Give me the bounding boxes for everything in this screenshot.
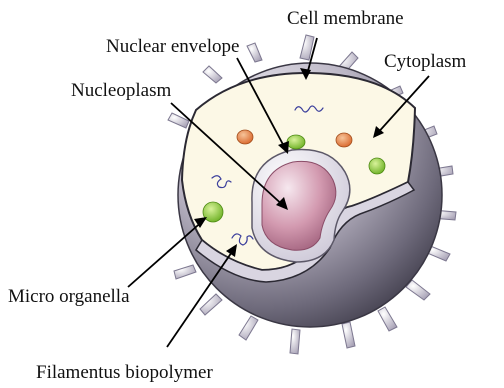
label-nucleoplasm: Nucleoplasm	[71, 80, 171, 101]
organelle-orange	[336, 133, 352, 147]
organelle-green	[369, 158, 385, 174]
label-nuclear-envelope: Nuclear envelope	[106, 36, 239, 57]
label-micro-organella: Micro organella	[8, 286, 130, 307]
label-cell-membrane: Cell membrane	[287, 8, 404, 29]
organelle-orange	[237, 130, 253, 144]
micro-organelle	[203, 202, 223, 222]
label-cytoplasm: Cytoplasm	[384, 51, 467, 72]
label-filamentus-biopolymer: Filamentus biopolymer	[36, 362, 213, 383]
organelle-green	[287, 135, 305, 149]
